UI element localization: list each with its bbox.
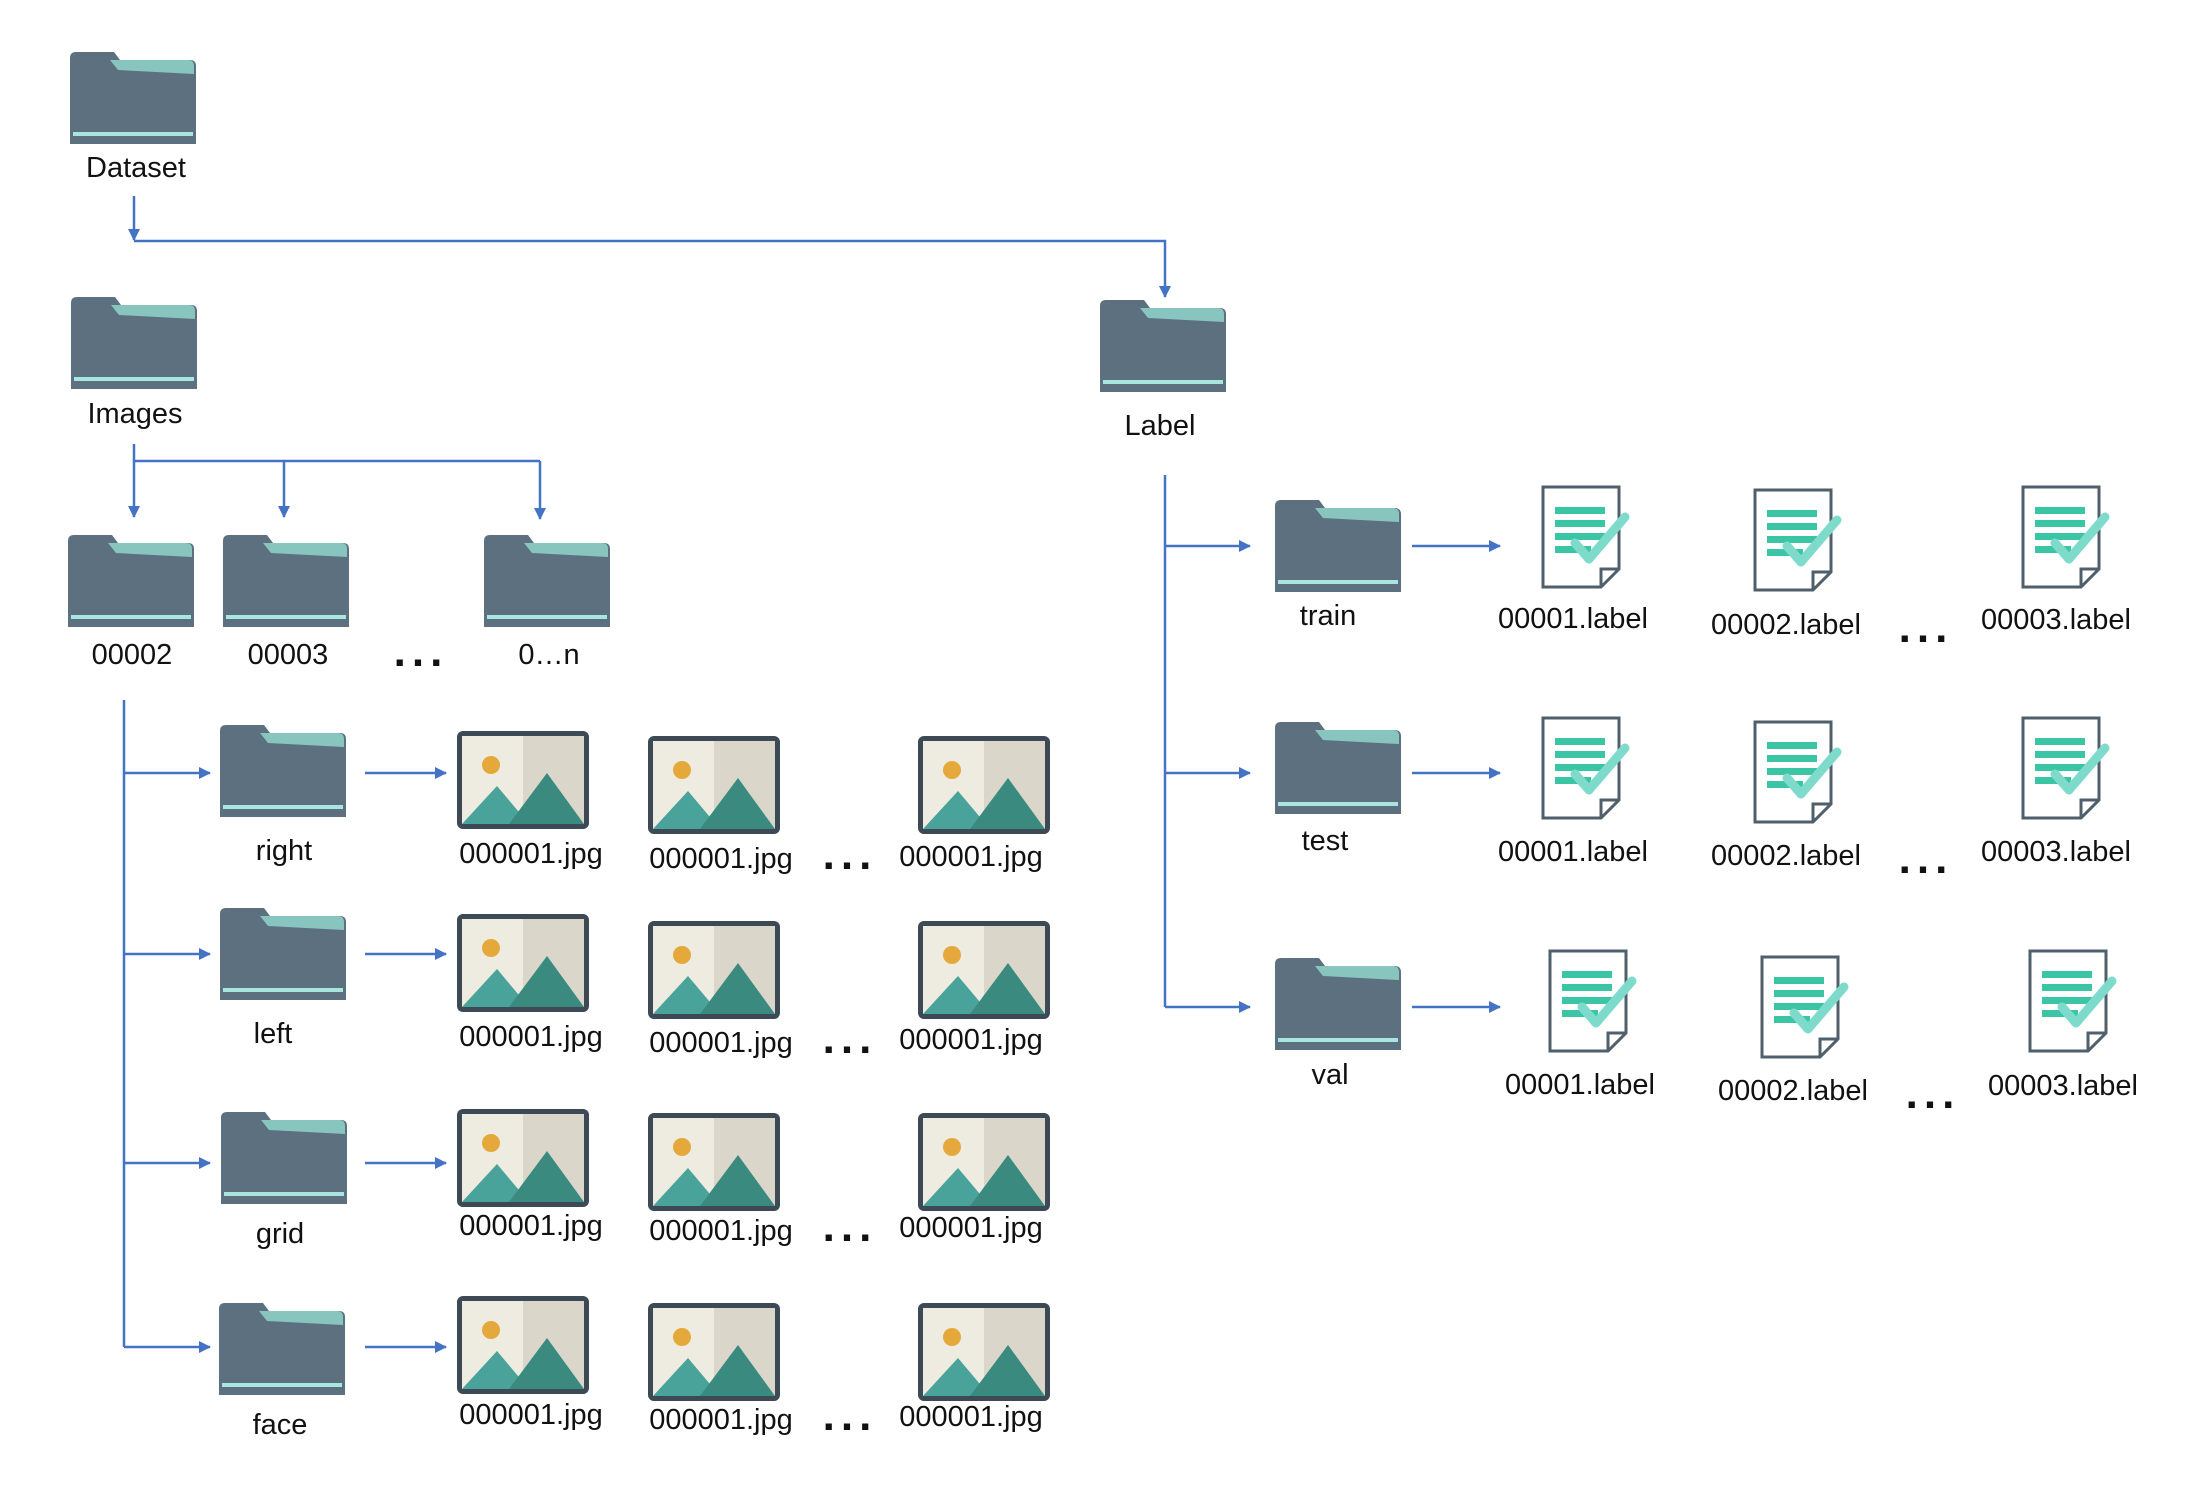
folder-icon-val [1275, 958, 1401, 1050]
label-file-icon [1543, 718, 1625, 818]
file-label: 000001.jpg [899, 1401, 1043, 1433]
label-files-ellipsis: ... [1905, 1069, 1961, 1118]
image-file-icon [457, 1296, 589, 1394]
label-file-icon [1755, 490, 1837, 590]
folder-label-face: face [252, 1409, 308, 1441]
connector-dataset-to-label [134, 239, 1171, 298]
folder-label-dataset: Dataset [86, 152, 186, 184]
file-label: 000001.jpg [459, 1021, 603, 1053]
image-file-icon [648, 921, 780, 1019]
folder-icon-train [1275, 500, 1401, 592]
folder-icon-left [220, 908, 346, 1000]
folder-label-test: test [1301, 825, 1349, 857]
image-file-icon [918, 1113, 1050, 1211]
image-files [457, 731, 1050, 1401]
label-file-icon [1550, 951, 1632, 1051]
image-file-icon [648, 736, 780, 834]
folder-icon-test [1275, 722, 1401, 814]
files-ellipsis: ... [822, 830, 878, 879]
image-file-icon [648, 1303, 780, 1401]
folder-label-0n: 0…n [518, 639, 580, 671]
image-file-icon [648, 1113, 780, 1211]
connectors [122, 196, 1501, 1353]
folder-icon-00003 [223, 535, 349, 627]
label-file-name: 00002.label [1711, 609, 1861, 641]
folder-icon-00002 [68, 535, 194, 627]
label-file-name: 00001.label [1505, 1069, 1655, 1101]
image-file-icon [918, 736, 1050, 834]
image-file-icon [457, 731, 589, 829]
label-file-name: 00003.label [1981, 604, 2131, 636]
file-label: 000001.jpg [649, 1215, 793, 1247]
folder-label-left: left [253, 1018, 293, 1050]
folder-label-label: Label [1124, 410, 1196, 442]
folder-label-grid: grid [255, 1218, 305, 1250]
file-label: 000001.jpg [459, 838, 603, 870]
label-file-icon [2030, 951, 2112, 1051]
label-file-icon [1762, 957, 1844, 1057]
folder-label-val: val [1311, 1059, 1349, 1091]
image-file-icon [457, 914, 589, 1012]
label-file-icon [2023, 487, 2105, 587]
folder-icon-grid [221, 1112, 347, 1204]
folder-label-00003: 00003 [247, 639, 329, 671]
label-file-icon [1755, 722, 1837, 822]
label-files [1543, 487, 2112, 1057]
image-file-icon [918, 921, 1050, 1019]
file-label: 000001.jpg [649, 843, 793, 875]
file-label: 000001.jpg [459, 1399, 603, 1431]
files-ellipsis: ... [822, 1391, 878, 1440]
folder-icon-dataset [70, 52, 196, 144]
folder-label-images: Images [87, 398, 183, 430]
folder-icon-label [1100, 300, 1226, 392]
folder-icon-face [219, 1303, 345, 1395]
folder-label-right: right [255, 835, 313, 867]
file-label: 000001.jpg [899, 1024, 1043, 1056]
label-files-ellipsis: ... [1898, 603, 1954, 652]
file-label: 000001.jpg [649, 1404, 793, 1436]
folder-label-train: train [1299, 600, 1357, 632]
label-file-name: 00003.label [1988, 1070, 2138, 1102]
file-label: 000001.jpg [459, 1210, 603, 1242]
label-file-icon [1543, 487, 1625, 587]
folder-icon-0n [484, 535, 610, 627]
label-file-name: 00002.label [1711, 840, 1861, 872]
folders-ellipsis: ... [393, 627, 449, 676]
folder-icon-images [71, 297, 197, 389]
label-file-name: 00001.label [1498, 836, 1648, 868]
image-file-icon [918, 1303, 1050, 1401]
folder-label-00002: 00002 [91, 639, 173, 671]
label-file-name: 00002.label [1718, 1075, 1868, 1107]
image-file-icon [457, 1109, 589, 1207]
label-file-name: 00001.label [1498, 603, 1648, 635]
file-label: 000001.jpg [899, 1212, 1043, 1244]
label-file-name: 00003.label [1981, 836, 2131, 868]
folder-icon-right [220, 725, 346, 817]
file-label: 000001.jpg [899, 841, 1043, 873]
file-label: 000001.jpg [649, 1027, 793, 1059]
files-ellipsis: ... [822, 1014, 878, 1063]
files-ellipsis: ... [822, 1202, 878, 1251]
label-files-ellipsis: ... [1898, 834, 1954, 883]
label-file-icon [2023, 718, 2105, 818]
